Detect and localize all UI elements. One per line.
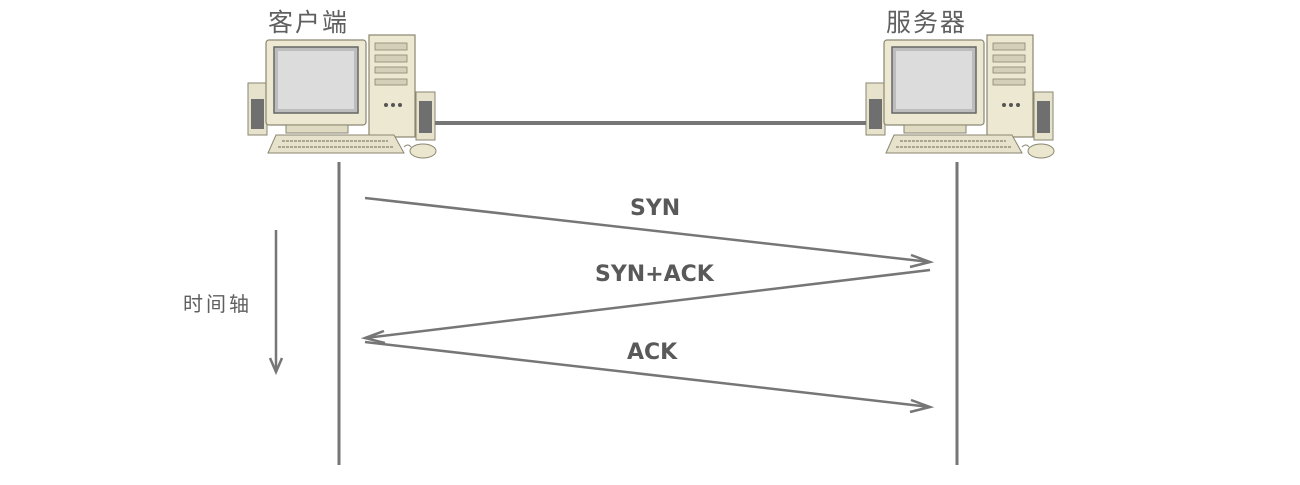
- syn-arrow: [364, 196, 935, 269]
- client-computer-icon: [247, 34, 437, 159]
- timeline-label: 时间轴: [183, 292, 252, 316]
- server-computer-icon: [865, 34, 1055, 159]
- syn-ack-arrow: [360, 268, 931, 345]
- syn-label: SYN: [630, 196, 681, 221]
- ack-label: ACK: [627, 340, 678, 365]
- time-axis-arrow: [268, 230, 284, 376]
- ack-arrow: [364, 340, 935, 414]
- server-label: 服务器: [886, 8, 968, 37]
- syn-ack-label: SYN+ACK: [595, 262, 714, 287]
- client-label: 客户端: [268, 8, 350, 37]
